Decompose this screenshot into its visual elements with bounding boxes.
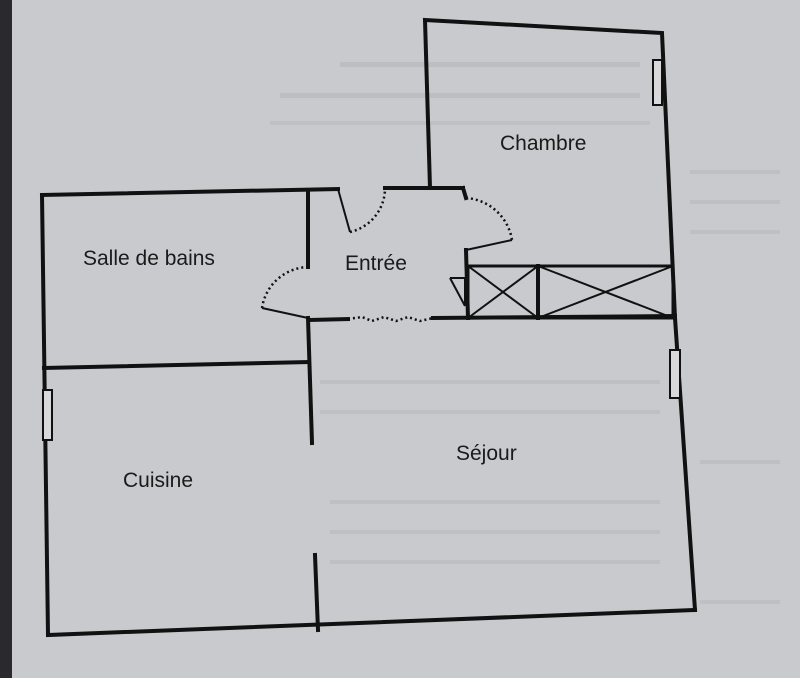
bath-top-wall	[39, 186, 341, 198]
kitchen-right-wall-upper	[305, 315, 315, 446]
page-edge	[0, 0, 12, 678]
chambre-door-leaf	[465, 239, 513, 251]
doors	[260, 187, 514, 323]
entry-wedge	[450, 277, 466, 306]
closet-frame	[466, 264, 675, 320]
closets	[466, 264, 675, 320]
entry-door-swing	[349, 187, 387, 234]
room-label-sejour: Séjour	[456, 442, 517, 465]
bath-door-swing	[260, 265, 309, 309]
room-label-chambre: Chambre	[500, 132, 586, 155]
bleed-through-text	[270, 62, 780, 604]
chambre-door-swing	[465, 196, 514, 241]
bath-kitchen-wall	[41, 359, 311, 371]
bath-door-leaf	[261, 307, 309, 319]
room-label-salle-de-bains: Salle de bains	[83, 247, 215, 270]
room-label-cuisine: Cuisine	[123, 469, 193, 492]
windows	[42, 59, 681, 441]
chambre-window	[652, 59, 663, 106]
room-label-entree: Entrée	[345, 252, 407, 275]
entry-bottom-wall-left	[307, 316, 351, 323]
cuisine-window	[42, 389, 53, 441]
bottom-wall	[45, 607, 698, 638]
entry-right-wall-top	[460, 185, 469, 201]
chambre-walls	[422, 17, 678, 321]
sejour-doorway	[347, 315, 434, 323]
sejour-window	[669, 349, 681, 399]
walls	[39, 17, 698, 638]
entry-door-leaf	[337, 188, 351, 233]
kitchen-right-wall-lower	[312, 552, 321, 633]
